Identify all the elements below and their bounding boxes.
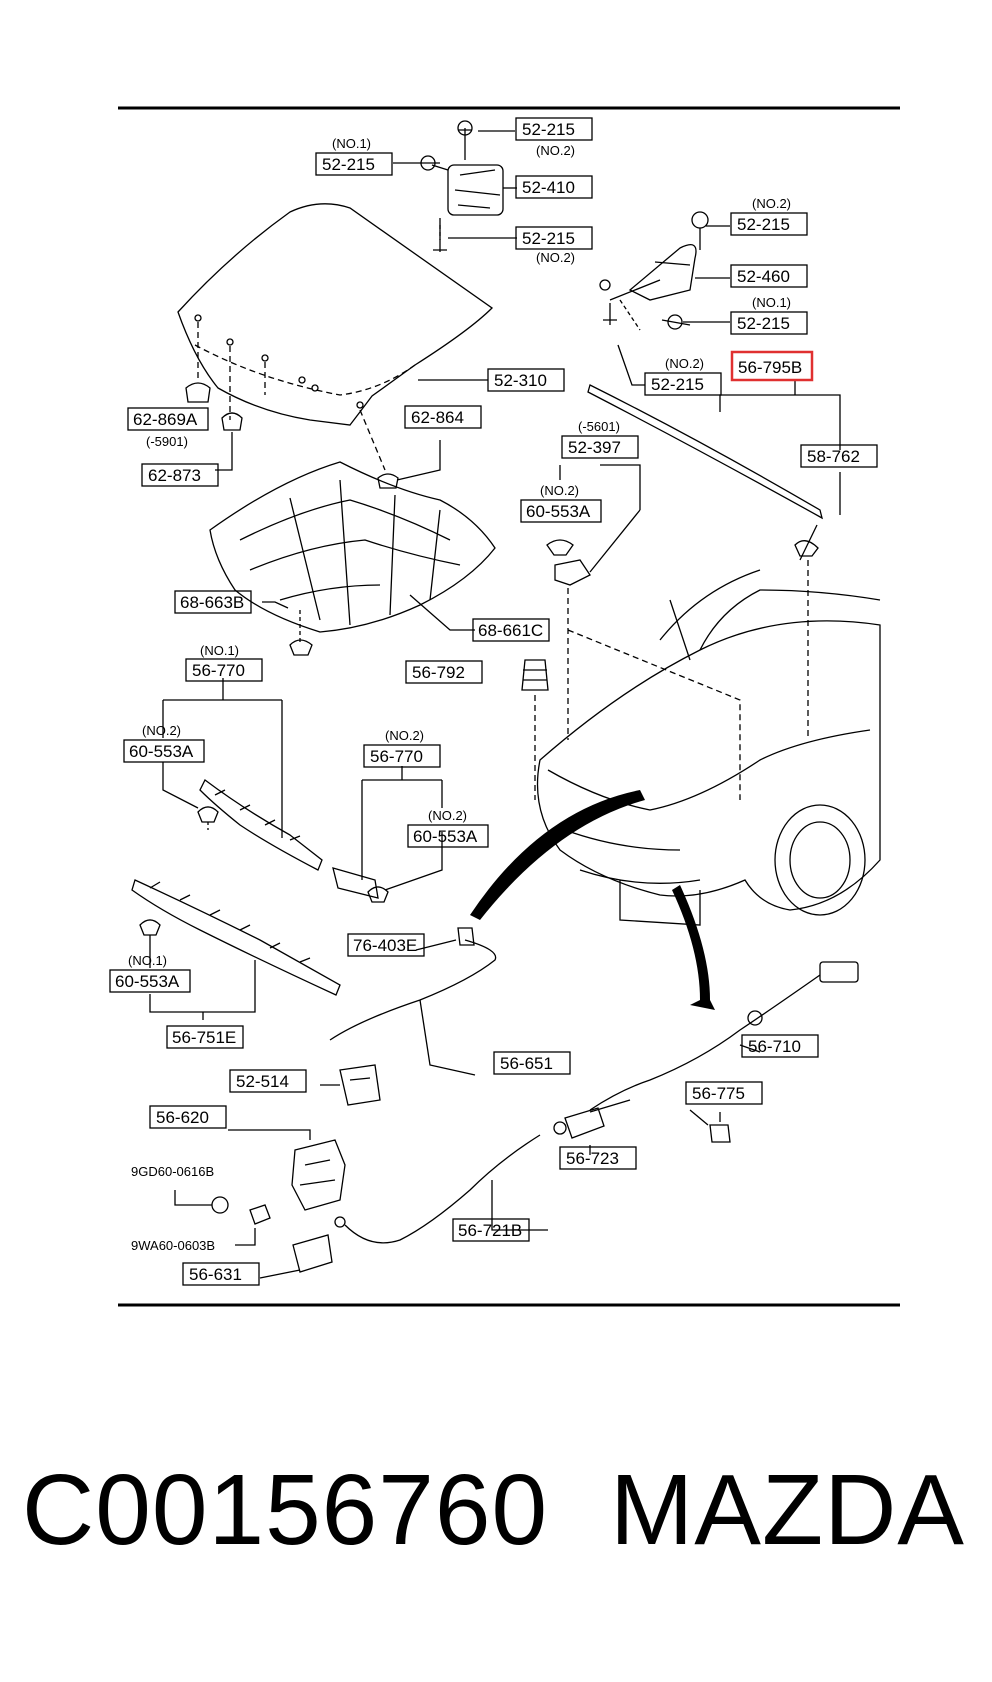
label-68663b: 68-663B xyxy=(180,593,244,612)
label-76403e: 76-403E xyxy=(353,936,417,955)
label-56651: 56-651 xyxy=(500,1054,553,1073)
label-62873: 62-873 xyxy=(148,466,201,485)
hood-latch-56620 xyxy=(291,1139,346,1211)
label-52310: 52-310 xyxy=(494,371,547,390)
hood-holes xyxy=(194,314,364,409)
part-labels xyxy=(109,117,878,1286)
bolt-top-left xyxy=(458,128,472,160)
hinge-left xyxy=(447,164,504,216)
weatherstrip xyxy=(587,384,823,520)
label-56710: 56-710 xyxy=(748,1037,801,1056)
hinge-right xyxy=(628,244,697,301)
note-no2-a: (NO.2) xyxy=(536,143,575,158)
hood-panel xyxy=(177,203,494,426)
label-52215-f: 52-215 xyxy=(651,375,704,394)
label-62869a: 62-869A xyxy=(133,410,198,429)
latch-cover-56631 xyxy=(292,1234,333,1273)
note-no2-g: (NO.2) xyxy=(385,728,424,743)
strip-56770-b xyxy=(332,867,379,899)
release-handle xyxy=(819,961,859,983)
part-number: C00156760 xyxy=(22,1454,549,1566)
part-label-text: 52-215 52-215 52-410 52-215 52-215 52-46… xyxy=(115,120,860,1284)
release-cable-56721b xyxy=(344,1134,541,1244)
grommet-56775 xyxy=(709,1124,731,1143)
arrow-to-lock xyxy=(470,790,645,920)
label-52215-a: 52-215 xyxy=(522,120,575,139)
label-62864: 62-864 xyxy=(411,408,464,427)
label-60553a-3: 60-553A xyxy=(413,827,478,846)
clip-60553a-mid xyxy=(197,806,219,823)
label-60553a-2: 60-553A xyxy=(129,742,194,761)
label-56770-2: 56-770 xyxy=(370,747,423,766)
note-no1-d: (NO.1) xyxy=(128,953,167,968)
bolt-top-right xyxy=(691,211,709,229)
note-5601: (-5601) xyxy=(578,419,620,434)
cable-joint-56723 xyxy=(564,1107,605,1139)
label-52215-e: 52-215 xyxy=(737,314,790,333)
label-56770-1: 56-770 xyxy=(192,661,245,680)
grille-strip xyxy=(131,879,341,996)
car-body-outline xyxy=(536,620,881,911)
label-58762: 58-762 xyxy=(807,447,860,466)
note-no1-b: (NO.1) xyxy=(752,295,791,310)
bracket-52397 xyxy=(554,559,591,586)
note-9gd: 9GD60-0616B xyxy=(131,1164,214,1179)
highlight-56795b xyxy=(730,350,814,382)
bolt-side-right xyxy=(661,319,691,326)
brand-name: MAZDA xyxy=(610,1454,965,1566)
hood-parts-diagram: 52-215 52-215 52-410 52-215 52-215 52-46… xyxy=(109,106,900,1307)
label-56620: 56-620 xyxy=(156,1108,209,1127)
cable-clip-76403e xyxy=(457,927,475,946)
note-no2-b: (NO.2) xyxy=(536,250,575,265)
label-52514: 52-514 xyxy=(236,1072,289,1091)
label-56631: 56-631 xyxy=(189,1265,242,1284)
label-68661c: 68-661C xyxy=(478,621,543,640)
front-wheel xyxy=(774,804,866,916)
label-60553a-4: 60-553A xyxy=(115,972,180,991)
note-no2-f: (NO.2) xyxy=(142,723,181,738)
bump-rubber xyxy=(521,659,549,691)
grommet-62873 xyxy=(221,412,243,431)
label-52397: 52-397 xyxy=(568,438,621,457)
clip-60553a-left xyxy=(139,919,161,936)
latch-bolt xyxy=(211,1196,229,1214)
note-5901: (-5901) xyxy=(146,434,188,449)
note-no1-a: (NO.1) xyxy=(332,136,371,151)
lock-52514 xyxy=(339,1064,381,1106)
label-56792: 56-792 xyxy=(412,663,465,682)
note-no2-c: (NO.2) xyxy=(752,196,791,211)
release-cable-56651 xyxy=(329,939,497,1041)
clip-under xyxy=(289,639,313,656)
label-52215-b: 52-215 xyxy=(322,155,375,174)
label-56795b: 56-795B xyxy=(738,358,802,377)
clip-60553a-top xyxy=(546,539,574,556)
latch-nut xyxy=(249,1204,271,1225)
hood-inner-edge xyxy=(194,344,416,396)
insulator-panel xyxy=(209,461,496,633)
label-52215-d: 52-215 xyxy=(737,215,790,234)
label-60553a-1: 60-553A xyxy=(526,502,591,521)
qualifier-notes: (NO.1) (NO.2) (NO.2) (NO.2) (NO.1) (NO.2… xyxy=(128,136,791,1253)
label-52215-c: 52-215 xyxy=(522,229,575,248)
label-52460: 52-460 xyxy=(737,267,790,286)
note-no2-h: (NO.2) xyxy=(428,808,467,823)
release-cable-56710 xyxy=(589,974,821,1111)
grommet-62869a xyxy=(185,382,211,403)
label-56721b: 56-721B xyxy=(458,1221,522,1240)
label-56751e: 56-751E xyxy=(172,1028,236,1047)
note-9wa: 9WA60-0603B xyxy=(131,1238,215,1253)
clip-60553a-low xyxy=(367,886,389,903)
note-no2-e: (NO.2) xyxy=(540,483,579,498)
note-no1-c: (NO.1) xyxy=(200,643,239,658)
label-52410: 52-410 xyxy=(522,178,575,197)
clip-right xyxy=(794,540,819,557)
label-56775: 56-775 xyxy=(692,1084,745,1103)
label-56723: 56-723 xyxy=(566,1149,619,1168)
note-no2-d: (NO.2) xyxy=(665,356,704,371)
plug-62864 xyxy=(377,473,399,489)
arrow-to-cable xyxy=(672,885,715,1010)
